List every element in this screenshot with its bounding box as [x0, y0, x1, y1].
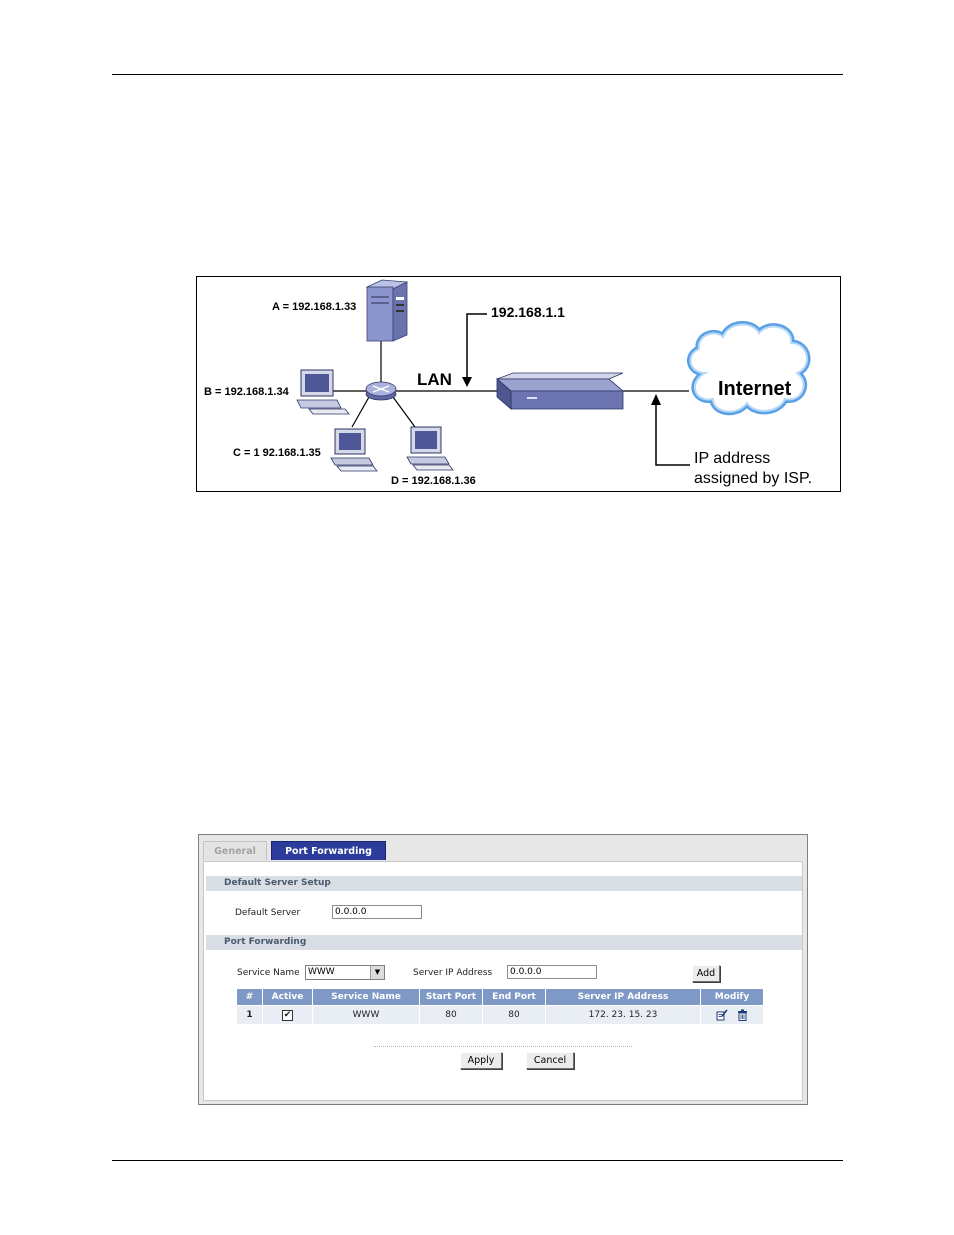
button-separator	[374, 1046, 632, 1047]
server-a-label: A = 192.168.1.33	[272, 301, 357, 313]
add-button[interactable]: Add	[692, 965, 720, 982]
isp-label-line1: IP address	[694, 450, 771, 467]
dropdown-arrow-icon[interactable]: ▼	[370, 966, 384, 979]
port-forwarding-window: General Port Forwarding Default Server S…	[198, 834, 808, 1105]
row-number: 1	[236, 1005, 263, 1025]
apply-button[interactable]: Apply	[460, 1052, 502, 1069]
pc-c-label: C = 1 92.168.1.35	[233, 447, 321, 459]
cloud-icon	[687, 321, 811, 416]
row-modify-cell	[700, 1005, 764, 1025]
internet-label: Internet	[718, 378, 792, 400]
pc-icon	[406, 426, 454, 471]
port-forwarding-table: # Active Service Name Start Port End Por…	[236, 988, 764, 1025]
service-name-value: WWW	[308, 967, 335, 977]
default-server-label: Default Server	[235, 908, 301, 918]
server-ip-label: Server IP Address	[413, 968, 493, 978]
col-header-active: Active	[262, 988, 313, 1006]
row-end-port: 80	[482, 1005, 546, 1025]
hub-icon	[365, 381, 397, 401]
cancel-button[interactable]: Cancel	[526, 1052, 574, 1069]
row-service-name: WWW	[312, 1005, 420, 1025]
col-header-server-ip: Server IP Address	[545, 988, 701, 1006]
gateway-ip-label: 192.168.1.1	[491, 304, 565, 320]
edit-icon[interactable]	[716, 1009, 728, 1021]
col-header-start-port: Start Port	[419, 988, 483, 1006]
service-name-label: Service Name	[237, 968, 300, 978]
pc-icon	[330, 428, 378, 472]
router-icon	[495, 372, 625, 410]
trash-icon[interactable]	[737, 1009, 748, 1021]
network-diagram: A = 192.168.1.33 B = 192.168.1.34 C = 1 …	[196, 276, 841, 492]
default-server-section-header: Default Server Setup	[206, 876, 802, 891]
pc-d-label: D = 192.168.1.36	[391, 475, 476, 487]
port-forwarding-section-header: Port Forwarding	[206, 935, 802, 950]
server-ip-input[interactable]: 0.0.0.0	[507, 965, 597, 979]
top-rule	[112, 74, 843, 75]
table-header-row: # Active Service Name Start Port End Por…	[236, 988, 764, 1006]
row-active-cell: ✔	[262, 1005, 313, 1025]
pc-b-label: B = 192.168.1.34	[204, 386, 289, 398]
service-name-select[interactable]: WWW ▼	[305, 965, 385, 980]
row-server-ip: 172. 23. 15. 23	[545, 1005, 701, 1025]
table-row: 1 ✔ WWW 80 80 172. 23. 15. 23	[236, 1005, 764, 1025]
col-header-number: #	[236, 988, 263, 1006]
checkbox-checked-icon[interactable]: ✔	[282, 1009, 293, 1021]
bottom-rule	[112, 1160, 843, 1161]
col-header-end-port: End Port	[482, 988, 546, 1006]
tab-general[interactable]: General	[203, 841, 267, 860]
row-start-port: 80	[419, 1005, 483, 1025]
col-header-service-name: Service Name	[312, 988, 420, 1006]
server-icon	[365, 279, 409, 342]
tab-content: Default Server Setup Default Server 0.0.…	[203, 861, 803, 1101]
default-server-input[interactable]: 0.0.0.0	[332, 905, 422, 919]
col-header-modify: Modify	[700, 988, 764, 1006]
pc-icon	[296, 369, 350, 415]
tab-port-forwarding[interactable]: Port Forwarding	[271, 841, 386, 860]
diagram-graphics	[296, 279, 811, 472]
isp-label-line2: assigned by ISP.	[694, 470, 813, 487]
lan-label: LAN	[417, 370, 452, 389]
